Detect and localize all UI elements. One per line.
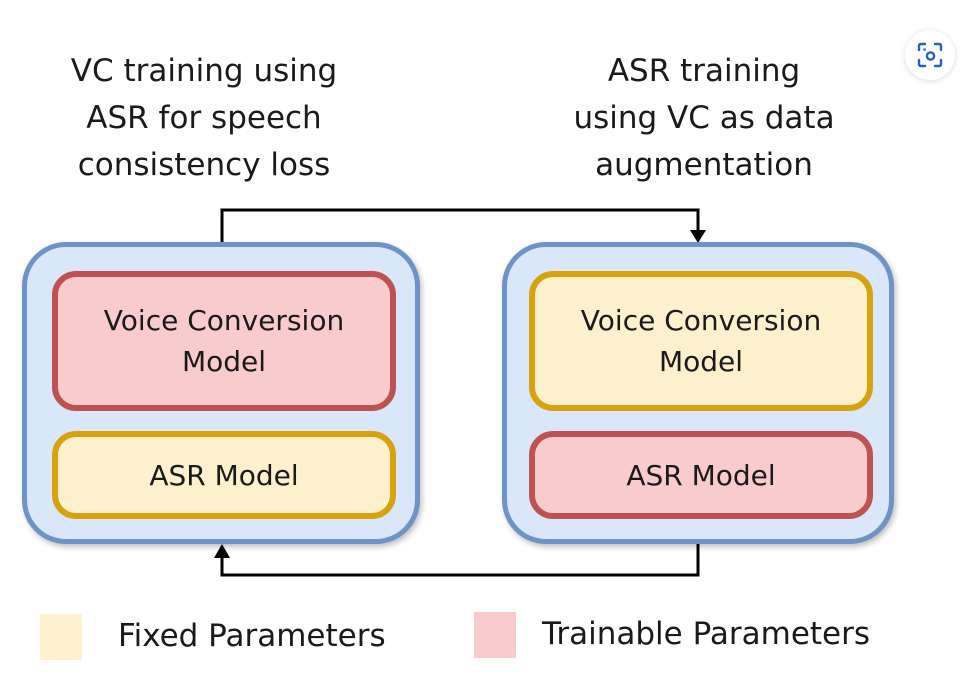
left-caption-line-1: VC training using (70, 53, 338, 89)
right-caption-line-1: ASR training (607, 53, 801, 89)
right-caption: ASR training using VC as data augmentati… (524, 48, 884, 189)
left-asr-model: ASR Model (52, 431, 396, 519)
left-caption: VC training using ASR for speech consist… (24, 48, 384, 189)
legend-label-fixed: Fixed Parameters (118, 618, 386, 654)
left-caption-line-3: consistency loss (77, 147, 331, 183)
arrowhead-down (690, 230, 706, 243)
arrow-right-to-left (220, 543, 700, 577)
left-vc-label-line-2: Model (181, 345, 267, 378)
right-voice-conversion-model: Voice Conversion Model (529, 271, 873, 411)
arrowhead-up (214, 544, 230, 558)
right-caption-line-2: using VC as data (573, 100, 835, 136)
legend-swatch-trainable (474, 612, 516, 658)
legend-label-trainable: Trainable Parameters (542, 616, 871, 652)
right-vc-label-line-1: Voice Conversion (580, 304, 822, 337)
right-asr-label: ASR Model (626, 458, 776, 492)
visual-search-icon (917, 42, 943, 68)
left-vc-label-line-1: Voice Conversion (103, 304, 345, 337)
legend-swatch-fixed (40, 614, 82, 660)
right-caption-line-3: augmentation (595, 147, 813, 183)
left-panel: Voice Conversion Model ASR Model (22, 242, 420, 544)
right-panel: Voice Conversion Model ASR Model (502, 242, 894, 544)
visual-search-button[interactable] (905, 30, 955, 80)
arrow-left-to-right (220, 208, 700, 244)
right-asr-model: ASR Model (529, 431, 873, 519)
left-asr-label: ASR Model (149, 458, 299, 492)
right-vc-label-line-2: Model (658, 345, 744, 378)
left-voice-conversion-model: Voice Conversion Model (52, 271, 396, 411)
left-caption-line-2: ASR for speech (86, 100, 322, 136)
